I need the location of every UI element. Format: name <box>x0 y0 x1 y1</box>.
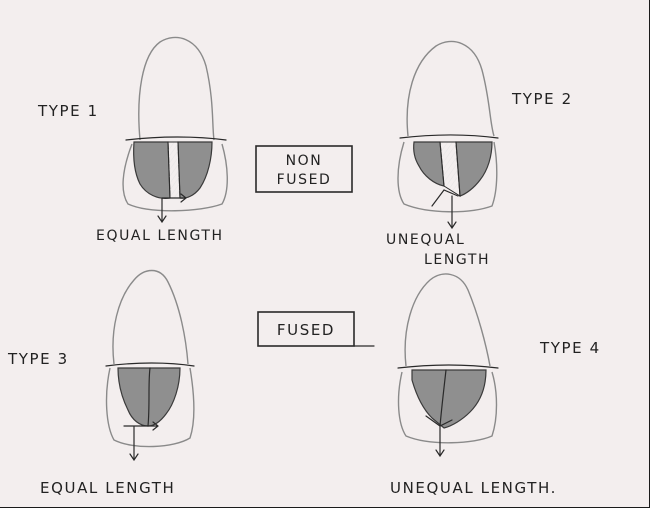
non-fused-label-line-1: NON <box>286 153 323 169</box>
fused-label: FUSED <box>277 321 335 339</box>
type-2-caption-line-2: LENGTH <box>424 252 490 268</box>
tooth-1-apex-arrow <box>158 194 186 222</box>
type-4-caption: UNEQUAL LENGTH. <box>390 479 557 497</box>
tooth-1-root-right <box>178 142 212 198</box>
tooth-2-root-left <box>414 142 444 186</box>
tooth-2-cej-line <box>400 135 498 138</box>
type-3-label: TYPE 3 <box>7 350 69 368</box>
tooth-2-fusion-gap <box>440 142 460 196</box>
tooth-2-root-right <box>456 142 492 196</box>
tooth-4-root-fused <box>412 370 486 428</box>
tooth-1-root-left <box>134 142 170 198</box>
tooth-4-cej-line <box>398 365 498 368</box>
tooth-type-3 <box>106 271 194 461</box>
non-fused-label-line-2: FUSED <box>277 172 332 188</box>
type-2-caption-line-1: UNEQUAL <box>386 232 465 248</box>
type-1-label: TYPE 1 <box>37 102 99 120</box>
tooth-1-fusion-gap <box>168 142 180 198</box>
tooth-3-apex-arrow <box>124 422 158 460</box>
tooth-type-4 <box>398 274 498 456</box>
type-4-label: TYPE 4 <box>539 339 601 357</box>
type-2-label: TYPE 2 <box>511 90 573 108</box>
tooth-3-cej-line <box>106 363 194 366</box>
type-1-caption: EQUAL LENGTH <box>96 228 224 244</box>
tooth-type-1 <box>123 37 227 222</box>
type-3-caption: EQUAL LENGTH <box>40 479 175 497</box>
tooth-2-apex-arrow <box>432 190 458 228</box>
tooth-1-cej-line <box>126 137 226 140</box>
tooth-type-2 <box>398 41 498 228</box>
